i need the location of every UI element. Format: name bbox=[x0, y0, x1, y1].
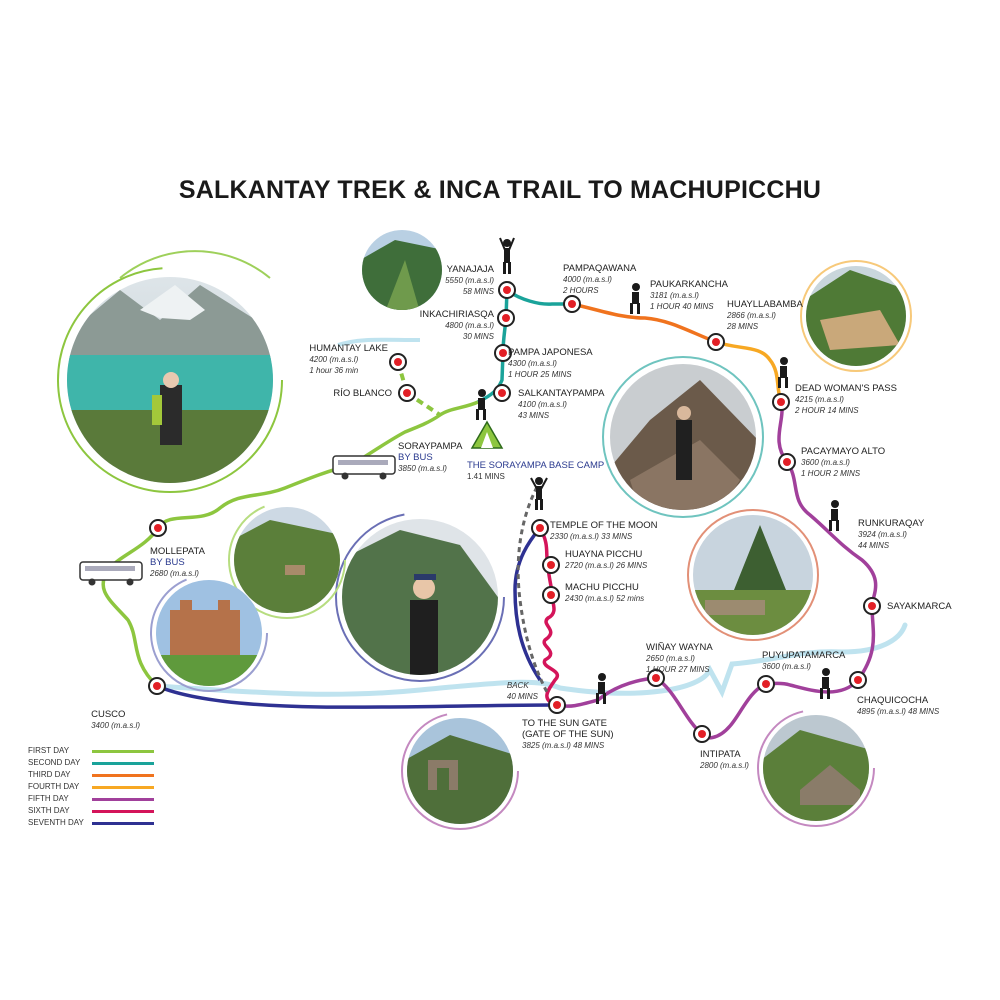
day-legend: FIRST DAY SECOND DAY THIRD DAY FOURTH DAY FI… bbox=[28, 745, 158, 829]
label-salkantaypampa: SALKANTAYPAMPA 4100 (m.a.s.l) 43 MINS bbox=[518, 388, 605, 420]
legend-label: FOURTH DAY bbox=[28, 782, 80, 791]
hiker-icon-paukarkancha bbox=[630, 283, 640, 314]
bus-icon-soraypampa bbox=[332, 455, 396, 480]
label-paukarkancha: PAUKARKANCHA 3181 (m.a.s.l) 1 HOUR 40 MI… bbox=[650, 279, 728, 311]
legend-item: SIXTH DAY bbox=[28, 805, 158, 817]
hiker-icon-runkuraqay bbox=[829, 500, 839, 531]
valley-photo bbox=[362, 230, 442, 310]
legend-item: FIFTH DAY bbox=[28, 793, 158, 805]
label-machu-picchu: MACHU PICCHU 2430 (m.a.s.l) 52 mins bbox=[565, 582, 645, 603]
hiker-icon-deadwoman bbox=[778, 357, 788, 388]
huayllabamba-photo bbox=[806, 266, 906, 366]
label-mollepata: MOLLEPATA BY BUS 2680 (m.a.s.l) bbox=[150, 546, 205, 578]
label-yanajaja: YANAJAJA 5550 (m.a.s.l) 58 MINS bbox=[445, 264, 494, 296]
label-soraypampa: SORAYPAMPA BY BUS 3850 (m.a.s.l) bbox=[398, 441, 463, 473]
label-dead-womans-pass: DEAD WOMAN'S PASS 4215 (m.a.s.l) 2 HOUR … bbox=[795, 383, 897, 415]
label-huayllabamba: HUAYLLABAMBA 2866 (m.a.s.l) 28 MINS bbox=[727, 299, 803, 331]
legend-item: FOURTH DAY bbox=[28, 781, 158, 793]
legend-item: SECOND DAY bbox=[28, 757, 158, 769]
label-rio-blanco: RÍO BLANCO bbox=[333, 388, 392, 399]
legend-swatch bbox=[92, 822, 154, 825]
label-temple-moon: TEMPLE OF THE MOON 2330 (m.a.s.l) 33 MIN… bbox=[550, 520, 658, 541]
label-puyupatamarca: PUYUPATAMARCA 3600 (m.a.s.l) bbox=[762, 650, 846, 671]
legend-item: SEVENTH DAY bbox=[28, 817, 158, 829]
hiker-icon-salkantay bbox=[476, 389, 486, 420]
legend-item: FIRST DAY bbox=[28, 745, 158, 757]
sun-gate-photo bbox=[407, 718, 513, 824]
legend-label: SIXTH DAY bbox=[28, 806, 70, 815]
legend-label: SECOND DAY bbox=[28, 758, 81, 767]
legend-swatch bbox=[92, 762, 154, 765]
mollepata-photo bbox=[234, 507, 340, 613]
machu-picchu-hiker-photo bbox=[342, 519, 498, 675]
label-cusco: CUSCO 3400 (m.a.s.l) bbox=[91, 709, 140, 730]
hiker-icon-temple bbox=[530, 477, 548, 510]
hiker-icon-yanajaja bbox=[499, 237, 515, 274]
label-sayakmarca: SAYAKMARCA bbox=[887, 601, 952, 612]
label-humantay: HUMANTAY LAKE 4200 (m.a.s.l) 1 hour 36 m… bbox=[309, 343, 388, 375]
tent-icon bbox=[470, 420, 504, 449]
legend-swatch bbox=[92, 750, 154, 753]
legend-label: THIRD DAY bbox=[28, 770, 71, 779]
hiker-icon-sungate bbox=[596, 673, 606, 704]
label-back: BACK 40 MINS bbox=[506, 681, 538, 701]
legend-item: THIRD DAY bbox=[28, 769, 158, 781]
bus-icon-mollepata bbox=[79, 561, 143, 586]
cusco-photo bbox=[156, 580, 262, 686]
legend-swatch bbox=[92, 810, 154, 813]
legend-swatch bbox=[92, 798, 154, 801]
label-base-camp: THE SORAYAMPA BASE CAMP 1.41 MINS bbox=[467, 460, 605, 481]
dead-womans-pass-photo bbox=[610, 364, 756, 510]
label-pampaqawana: PAMPAQAWANA 4000 (m.a.s.l) 2 HOURS bbox=[563, 263, 637, 295]
hiker-icon-chaquicocha bbox=[820, 668, 830, 699]
page-title: SALKANTAY TREK & INCA TRAIL TO MACHUPICC… bbox=[178, 176, 822, 204]
label-chaquicocha: CHAQUICOCHA 4895 (m.a.s.l) 48 MINS bbox=[857, 695, 940, 716]
label-intipata: INTIPATA 2800 (m.a.s.l) bbox=[700, 749, 749, 770]
label-winay-wayna: WIÑAY WAYNA 2650 (m.a.s.l) 1 HOUR 27 MIN… bbox=[646, 642, 713, 674]
label-huayna-picchu: HUAYNA PICCHU 2720 (m.a.s.l) 26 MINS bbox=[565, 549, 648, 570]
label-pampa-japonesa: PAMPA JAPONESA 4300 (m.a.s.l) 1 HOUR 25 … bbox=[508, 347, 593, 379]
label-inkachiriasqa: INKACHIRIASQA 4800 (m.a.s.l) 30 MINS bbox=[419, 309, 494, 341]
legend-label: SEVENTH DAY bbox=[28, 818, 84, 827]
legend-label: FIFTH DAY bbox=[28, 794, 69, 803]
label-runkuraqay: RUNKURAQAY 3924 (m.a.s.l) 44 MINS bbox=[858, 518, 925, 550]
humantay-lake-photo bbox=[67, 277, 273, 483]
intipata-photo bbox=[763, 715, 869, 821]
legend-swatch bbox=[92, 774, 154, 777]
label-pacaymayo: PACAYMAYO ALTO 3600 (m.a.s.l) 1 HOUR 2 M… bbox=[801, 446, 886, 478]
legend-swatch bbox=[92, 786, 154, 789]
legend-label: FIRST DAY bbox=[28, 746, 70, 755]
label-sun-gate: TO THE SUN GATE (GATE OF THE SUN) 3825 (… bbox=[522, 718, 614, 750]
